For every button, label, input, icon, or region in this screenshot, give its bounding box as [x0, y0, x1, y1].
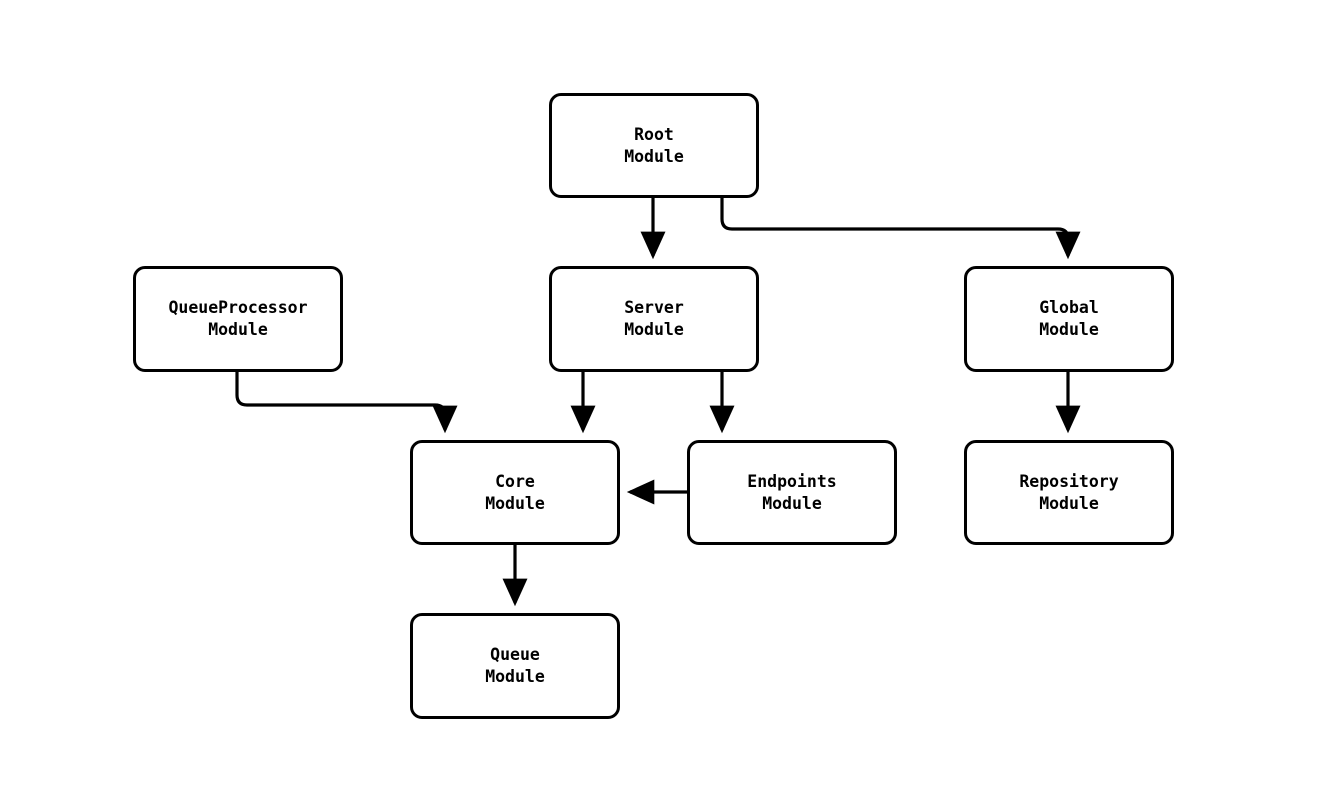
node-queue-module[interactable]: Queue Module: [410, 613, 620, 719]
node-global-module[interactable]: Global Module: [964, 266, 1174, 372]
node-queue-module-label: Queue Module: [485, 645, 545, 686]
edge-root-global: [720, 198, 1081, 260]
node-queueprocessor-module-label: QueueProcessor Module: [168, 298, 308, 339]
node-queueprocessor-module[interactable]: QueueProcessor Module: [133, 266, 343, 372]
node-global-module-label: Global Module: [1039, 298, 1099, 339]
node-server-module-label: Server Module: [624, 298, 684, 339]
node-repository-module[interactable]: Repository Module: [964, 440, 1174, 545]
node-server-module[interactable]: Server Module: [549, 266, 759, 372]
node-core-module-label: Core Module: [485, 471, 545, 513]
node-repository-module-label: Repository Module: [1019, 471, 1119, 513]
node-endpoints-module-label: Endpoints Module: [747, 471, 837, 513]
node-endpoints-module[interactable]: Endpoints Module: [687, 440, 897, 545]
node-root-module[interactable]: Root Module: [549, 93, 759, 198]
edge-queueprocessor-core: [235, 372, 458, 434]
node-root-module-label: Root Module: [624, 124, 684, 166]
node-core-module[interactable]: Core Module: [410, 440, 620, 545]
